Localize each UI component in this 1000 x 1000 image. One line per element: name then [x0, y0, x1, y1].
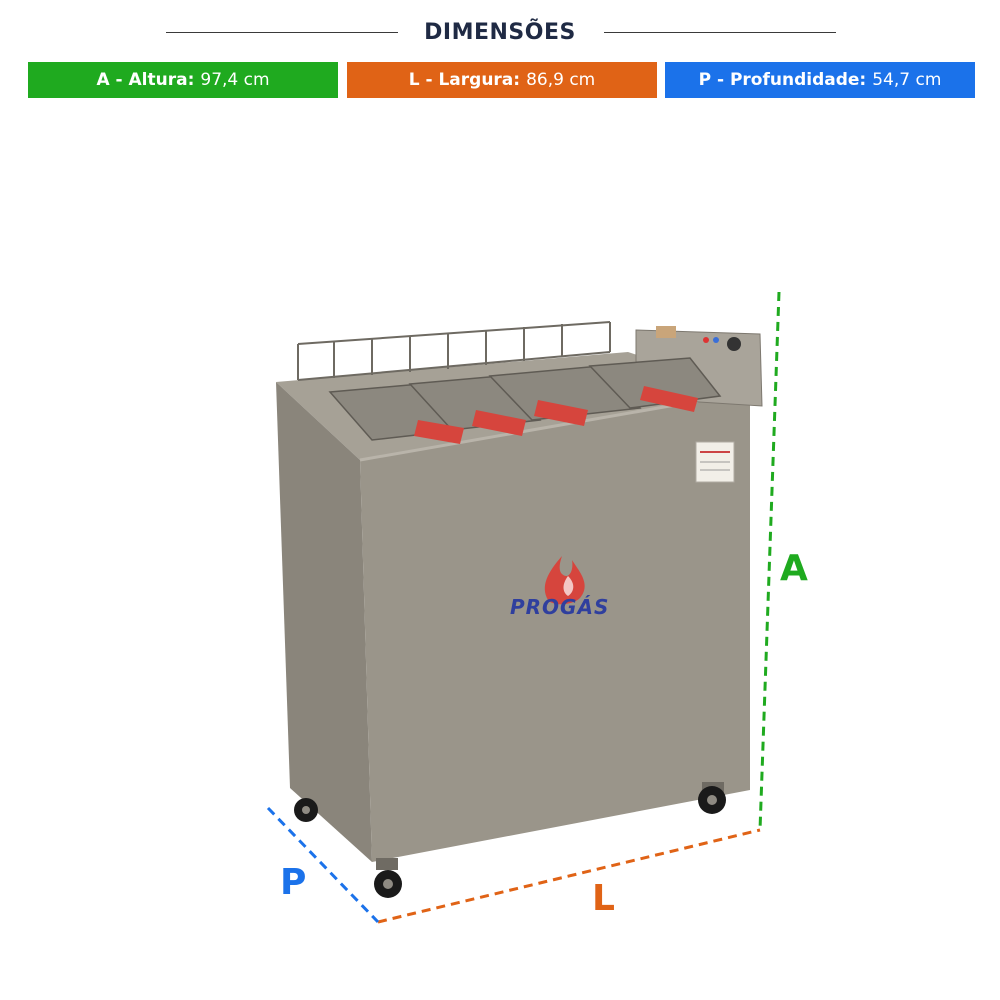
height-label: A - Altura:	[96, 70, 195, 90]
basket-handle-4	[640, 386, 698, 412]
indicator-light-icon	[703, 337, 709, 343]
basket-handle-1	[414, 420, 464, 444]
basket-rack	[297, 321, 611, 381]
depth-badge: P - Profundidade: 54,7 cm	[665, 62, 975, 98]
title-divider-right	[604, 32, 836, 33]
height-marker: A	[780, 548, 808, 589]
thermostat-knob-icon	[727, 337, 741, 351]
flame-logo-icon	[544, 556, 585, 605]
width-dimension-line	[377, 828, 761, 924]
height-value: 97,4 cm	[200, 70, 270, 90]
indicator-light-blue-icon	[713, 337, 719, 343]
depth-dimension-line	[266, 806, 380, 924]
title-divider-left	[166, 32, 398, 33]
side-panel	[276, 382, 372, 862]
depth-value: 54,7 cm	[872, 70, 942, 90]
depth-marker: P	[280, 862, 307, 903]
width-label: L - Largura:	[408, 70, 521, 90]
depth-label: P - Profundidade:	[698, 70, 867, 90]
width-badge: L - Largura: 86,9 cm	[347, 62, 657, 98]
switch-icon	[656, 326, 676, 338]
basket-handle-3	[534, 400, 588, 426]
wheels	[294, 782, 726, 898]
header: DIMENSÕES	[0, 18, 1000, 54]
height-dimension-line	[758, 291, 781, 831]
height-badge: A - Altura: 97,4 cm	[28, 62, 338, 98]
front-panel	[360, 392, 750, 862]
width-value: 86,9 cm	[526, 70, 596, 90]
brand-logo: PROGÁS	[510, 595, 610, 619]
basket-handle-2	[472, 410, 526, 436]
page-title: DIMENSÕES	[424, 20, 576, 45]
basket-handles	[414, 386, 698, 444]
width-marker: L	[592, 878, 615, 919]
